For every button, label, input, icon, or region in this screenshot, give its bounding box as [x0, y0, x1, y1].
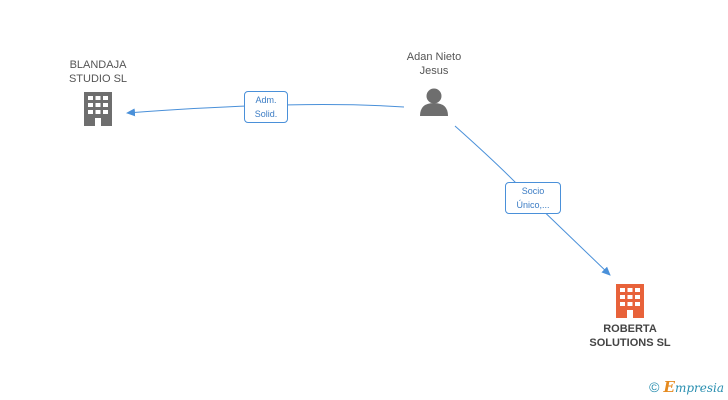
building-icon	[82, 92, 114, 126]
node-label-line2: Jesus	[419, 65, 449, 77]
node-label-line1: Adan Nieto	[406, 51, 462, 63]
node-label-line1: ROBERTA	[603, 323, 657, 335]
person-icon	[419, 88, 449, 116]
edge-label-socio-unico[interactable]: Socio Único,...	[505, 182, 561, 214]
brand-initial: E	[663, 378, 675, 396]
node-label-line1: BLANDAJA	[69, 59, 127, 71]
edge-label-line1: Socio	[521, 186, 545, 196]
edge-label-adm-solid[interactable]: Adm. Solid.	[244, 91, 288, 123]
edge-label-line1: Adm.	[255, 95, 277, 105]
empresia-logo[interactable]: Empresia	[664, 378, 725, 396]
node-label-line2: STUDIO SL	[68, 73, 128, 85]
brand-rest: mpresia	[674, 381, 724, 395]
footer-brand: © Empresia	[649, 378, 724, 396]
building-icon	[614, 284, 646, 318]
edge-label-line2: Único,...	[516, 200, 550, 210]
node-label-line2: SOLUTIONS SL	[589, 337, 671, 349]
node-roberta-solutions[interactable]: ROBERTA SOLUTIONS SL	[579, 284, 681, 350]
node-blandaja-studio[interactable]: BLANDAJA STUDIO SL	[58, 58, 138, 126]
copyright-icon: ©	[649, 379, 660, 395]
edge-label-line2: Solid.	[254, 109, 278, 119]
node-adan-nieto-jesus[interactable]: Adan Nieto Jesus	[394, 50, 474, 116]
